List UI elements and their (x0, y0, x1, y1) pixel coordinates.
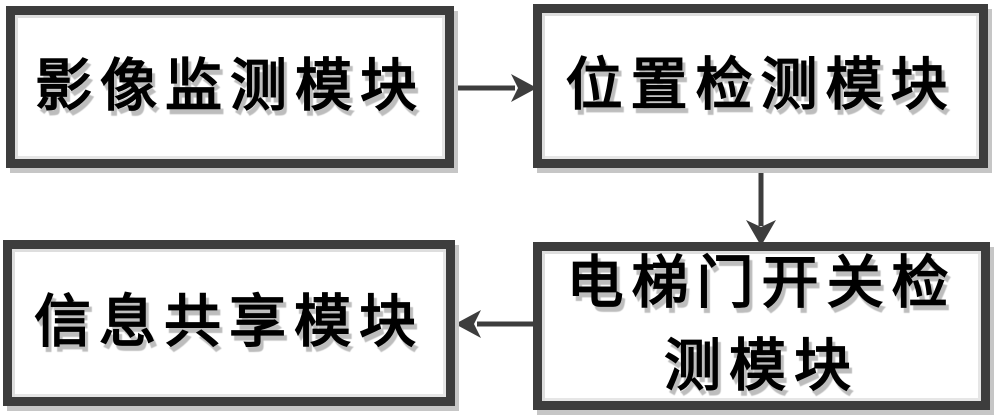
node-label: 电梯门开关检测模块 (566, 252, 957, 398)
node-position-detection-module: 位置检测模块 (533, 4, 988, 168)
arrow-right-monitoring-to-position (454, 74, 537, 102)
node-label: 信息共享模块 (34, 290, 424, 354)
arrow-left-door-to-info (455, 310, 533, 338)
node-label: 位置检测模块 (565, 53, 956, 117)
node-information-sharing-module: 信息共享模块 (3, 240, 455, 406)
node-label: 影像监测模块 (35, 54, 425, 118)
arrow-down-position-to-door (746, 168, 776, 246)
node-elevator-door-switch-detection-module: 电梯门开关检测模块 (533, 242, 990, 410)
node-image-monitoring-module: 影像监测模块 (6, 6, 454, 168)
